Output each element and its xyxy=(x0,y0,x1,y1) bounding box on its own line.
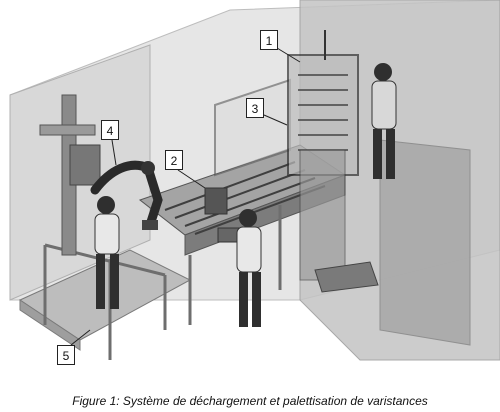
robot-joint xyxy=(141,161,155,175)
pallet-base xyxy=(314,261,379,293)
operator-left xyxy=(94,196,120,309)
callout-2: 2 xyxy=(165,150,183,170)
callout-5: 5 xyxy=(57,345,75,365)
robot-gripper xyxy=(142,220,158,230)
callout-1: 1 xyxy=(260,30,278,50)
callout-leaders xyxy=(70,47,301,346)
machine-illustration xyxy=(9,0,500,361)
figure-caption: Figure 1: Système de déchargement et pal… xyxy=(72,394,428,408)
right-enclosure-front xyxy=(379,139,471,346)
column-head xyxy=(69,144,101,186)
callout-3: 3 xyxy=(246,98,264,118)
operator-center xyxy=(236,209,262,327)
callout-4: 4 xyxy=(101,120,119,140)
platform-front xyxy=(19,299,81,351)
operator-right xyxy=(371,63,397,179)
column-arm xyxy=(39,124,96,136)
pallet-stand xyxy=(299,149,346,281)
control-screen xyxy=(204,187,228,215)
